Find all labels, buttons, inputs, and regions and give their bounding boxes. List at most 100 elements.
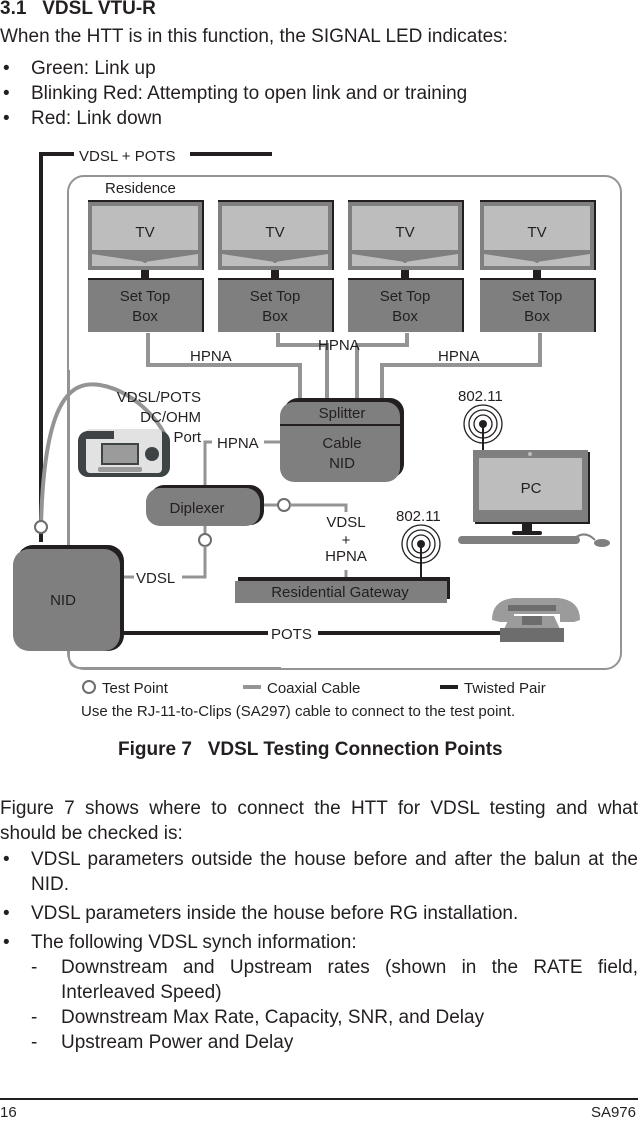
synch-info-list: -Downstream and Upstream rates (shown in… <box>31 955 638 1055</box>
incoming-twisted-pair-line <box>39 152 74 542</box>
telephone-icon <box>492 598 580 642</box>
wifi-label: 802.11 <box>396 508 441 525</box>
bullet: • <box>3 849 10 870</box>
cable-nid-label: Cable <box>322 435 361 452</box>
set-top-box <box>218 280 332 332</box>
vdsl-hpna-label: VDSL <box>326 514 365 531</box>
diplexer-box <box>146 488 260 526</box>
hpna-coax-line <box>355 333 409 398</box>
hpna-label: HPNA <box>438 348 480 365</box>
vdsl-coax-line <box>182 546 207 579</box>
legend-coax: Coaxial Cable <box>243 680 360 697</box>
led-state-list: •Green: Link up •Blinking Red: Attemptin… <box>0 56 467 131</box>
pots-label: POTS <box>271 626 312 643</box>
list-item: •Green: Link up <box>3 58 156 79</box>
tv-label: TV <box>527 224 546 241</box>
list-item: •VDSL parameters inside the house before… <box>3 903 519 924</box>
bullet: • <box>3 58 10 79</box>
set-top-box <box>88 280 202 332</box>
document-id: SA976 <box>590 1104 636 1121</box>
body-paragraph: Figure 7 shows where to connect the HTT … <box>0 798 638 844</box>
splitter-label: Splitter <box>319 405 366 422</box>
tester-port-label: VDSL/POTS <box>117 389 201 406</box>
list-item: •Blinking Red: Attempting to open link a… <box>3 83 468 104</box>
wifi-label: 802.11 <box>458 388 503 405</box>
hpna-label: HPNA <box>190 348 232 365</box>
coax-line <box>68 650 281 669</box>
section-heading: 3.1 VDSL VTU-R <box>0 0 156 19</box>
set-top-box-label: Set Top <box>512 288 563 305</box>
test-point-icon <box>34 520 48 534</box>
set-top-box <box>480 280 594 332</box>
set-top-box-label: Set Top <box>250 288 301 305</box>
bullet: • <box>3 83 10 104</box>
vdsl-hpna-label: HPNA <box>325 548 367 565</box>
set-top-box <box>348 280 462 332</box>
residential-gateway-box <box>235 581 447 603</box>
tester-port-label: Port <box>173 429 201 446</box>
list-item: -Downstream and Upstream rates (shown in… <box>31 957 638 1003</box>
hpna-coax-line <box>146 333 302 398</box>
test-point-icon <box>277 498 291 512</box>
intro-text: When the HTT is in this function, the SI… <box>0 26 508 47</box>
list-item: •Red: Link down <box>3 108 162 129</box>
splitter-cable-nid-box <box>280 402 400 482</box>
bullet: • <box>3 903 10 924</box>
twisted-pair-swatch <box>440 685 458 689</box>
bullet: • <box>3 108 10 129</box>
dash: - <box>31 1032 38 1053</box>
hpna-label: HPNA <box>318 337 360 354</box>
hpna-coax-line <box>380 333 542 398</box>
gateway-label: Residential Gateway <box>271 584 409 601</box>
list-item: •VDSL parameters outside the house befor… <box>3 849 638 895</box>
set-top-box-label: Set Top <box>120 288 171 305</box>
coax-line-swatch <box>243 685 261 689</box>
test-point-icon <box>198 533 212 547</box>
set-top-box-label: Set Top <box>380 288 431 305</box>
diplexer-label: Diplexer <box>169 500 224 517</box>
tv-label: TV <box>395 224 414 241</box>
dash: - <box>31 1007 38 1028</box>
hpna-coax-line <box>203 440 212 488</box>
tester-port-label: DC/OHM <box>140 409 201 426</box>
nid-label: NID <box>50 592 76 609</box>
list-item: •The following VDSL synch information: -… <box>3 932 638 1055</box>
cable-nid-label: NID <box>329 455 355 472</box>
hpna-coax-line <box>276 333 329 398</box>
list-item: -Upstream Power and Delay <box>31 1032 294 1053</box>
htt-tester-icon <box>78 429 170 477</box>
legend-test-point: Test Point <box>82 680 168 697</box>
tester-coax-cable <box>39 382 167 527</box>
test-point-icon <box>82 680 96 694</box>
vdsl-label: VDSL <box>136 570 175 587</box>
check-list: •VDSL parameters outside the house befor… <box>0 847 638 1059</box>
dash: - <box>31 957 38 978</box>
tv-label: TV <box>265 224 284 241</box>
bullet: • <box>3 932 10 953</box>
vdsl-hpna-label: + <box>342 532 351 549</box>
set-top-box-label: Box <box>262 308 288 325</box>
vdsl-hpna-coax-line <box>290 503 348 512</box>
list-item: -Downstream Max Rate, Capacity, SNR, and… <box>31 1007 485 1028</box>
residence-label: Residence <box>105 180 176 197</box>
figure-caption: Figure 7 VDSL Testing Connection Points <box>118 739 503 760</box>
nid-box <box>13 549 120 651</box>
hpna-label: HPNA <box>217 435 259 452</box>
pc-icon <box>458 450 610 547</box>
page-number: 16 <box>0 1104 17 1121</box>
legend-twisted-pair: Twisted Pair <box>440 680 546 697</box>
legend-note: Use the RJ-11-to-Clips (SA297) cable to … <box>81 703 516 720</box>
incoming-line-label: VDSL + POTS <box>79 148 176 165</box>
tv-label: TV <box>135 224 154 241</box>
pc-label: PC <box>521 480 542 497</box>
set-top-box-label: Box <box>392 308 418 325</box>
footer-divider <box>0 1098 638 1100</box>
set-top-box-label: Box <box>132 308 158 325</box>
set-top-box-label: Box <box>524 308 550 325</box>
